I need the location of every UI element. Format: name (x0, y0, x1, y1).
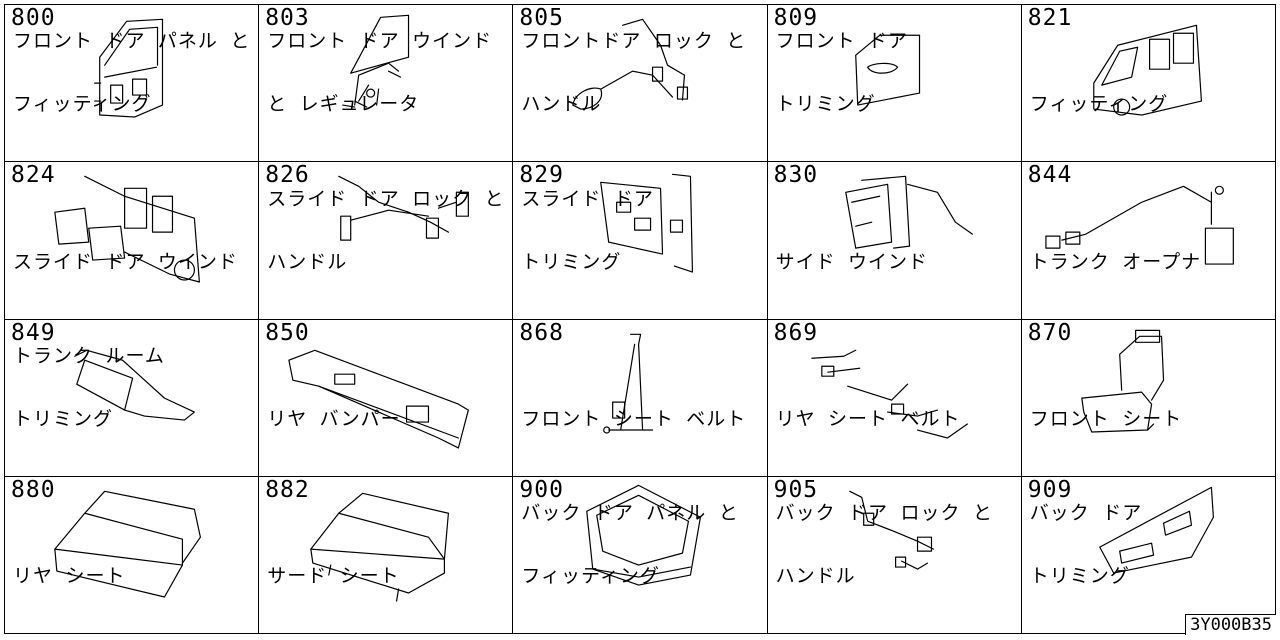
catalog-cell-905[interactable]: 905 バック ドア ロック と ハンドル (767, 476, 1022, 634)
part-label: バック ドア ロック と ハンドル (775, 502, 993, 587)
part-code: 850 (265, 319, 310, 346)
catalog-cell-826[interactable]: 826 スライド ドア ロック と ハンドル (259, 162, 514, 320)
part-label: スライド ドア ロック と ハンドル (267, 187, 505, 273)
part-code: 869 (773, 319, 819, 346)
catalog-cell-844[interactable]: 844 トランク オープナ (1021, 162, 1276, 320)
catalog-cell-830[interactable]: 830 サイド ウインド (767, 162, 1022, 320)
part-label: フロント シート ベルト (521, 407, 747, 430)
part-label: フロント ドア トリミング (775, 30, 909, 116)
part-code: 868 (519, 319, 564, 346)
catalog-cell-882[interactable]: 882 サード シート (259, 476, 514, 634)
part-label: スライド ドア トリミング (521, 187, 654, 273)
catalog-cell-909[interactable]: 909 バック ドア トリミング (1021, 476, 1276, 634)
part-label: サイド ウインド (775, 250, 929, 273)
part-label: トランク オープナ (1029, 250, 1202, 273)
catalog-cell-900[interactable]: 900 バック ドア パネル と フィッティング (513, 476, 768, 634)
part-label: フロント ドア パネル と フィッティング (13, 30, 251, 116)
part-label: スライド ドア ウインド (13, 250, 238, 273)
part-label: サード シート (267, 565, 400, 587)
part-code: 821 (1027, 5, 1073, 31)
part-code: 829 (519, 162, 564, 189)
part-label: バック ドア トリミング (1029, 502, 1143, 587)
catalog-cell-880[interactable]: 880 リヤ シート (5, 476, 260, 634)
part-code: 849 (11, 319, 56, 346)
part-label: バック ドア パネル と フィッティング (521, 502, 739, 587)
catalog-cell-870[interactable]: 870 フロント シート (1021, 319, 1276, 477)
part-code: 844 (1027, 162, 1073, 189)
part-code: 882 (265, 476, 310, 503)
catalog-cell-824[interactable]: 824 スライド ドア ウインド (5, 162, 260, 320)
catalog-cell-821[interactable]: 821 フィッティング (1021, 5, 1276, 163)
part-label: リヤ シート (13, 565, 126, 587)
catalog-cell-869[interactable]: 869 リヤ シート ベルト (767, 319, 1022, 477)
catalog-cell-850[interactable]: 850 リヤ バンパー (259, 319, 514, 477)
part-code: 809 (773, 5, 819, 31)
part-label: リヤ バンパー (267, 407, 401, 430)
part-label: フィッティング (1029, 93, 1169, 116)
part-label: トランク ルーム トリミング (13, 344, 165, 430)
parts-catalog-grid: 800 フロント ドア パネル と フィッティング 803 フロント ドア ウイ… (4, 4, 1276, 634)
catalog-cell-868[interactable]: 868 フロント シート ベルト (513, 319, 768, 477)
part-code: 870 (1027, 319, 1073, 346)
part-label: フロント ドア ウインド と レギュレータ (267, 30, 493, 116)
part-code: 805 (519, 5, 564, 31)
part-label: フロント シート (1029, 407, 1183, 430)
part-code: 905 (773, 476, 819, 503)
catalog-cell-809[interactable]: 809 フロント ドア トリミング (767, 5, 1022, 163)
diagram-reference-code: 3Y000B35 (1185, 614, 1276, 635)
part-label: フロントドア ロック と ハンドル (521, 30, 747, 116)
part-code: 830 (773, 162, 819, 189)
catalog-cell-805[interactable]: 805 フロントドア ロック と ハンドル (513, 5, 768, 163)
catalog-cell-803[interactable]: 803 フロント ドア ウインド と レギュレータ (259, 5, 514, 163)
part-code: 800 (11, 5, 56, 31)
part-code: 900 (519, 476, 564, 503)
catalog-cell-800[interactable]: 800 フロント ドア パネル と フィッティング (5, 5, 260, 163)
part-code: 824 (11, 162, 56, 189)
catalog-cell-829[interactable]: 829 スライド ドア トリミング (513, 162, 768, 320)
part-code: 909 (1027, 476, 1073, 503)
part-label: リヤ シート ベルト (775, 407, 961, 430)
catalog-cell-849[interactable]: 849 トランク ルーム トリミング (5, 319, 260, 477)
part-code: 826 (265, 162, 310, 189)
part-code: 803 (265, 5, 310, 31)
part-code: 880 (11, 476, 56, 503)
